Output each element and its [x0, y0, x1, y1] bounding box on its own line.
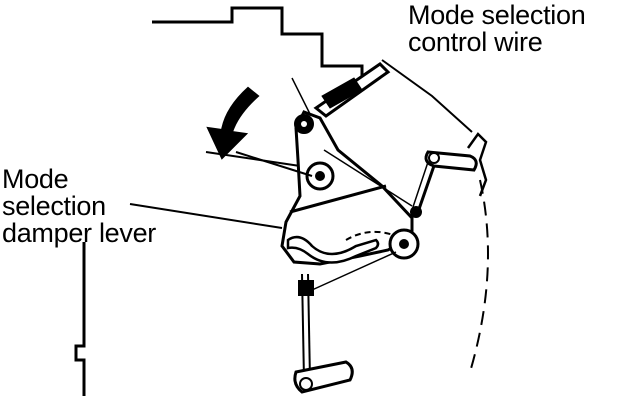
upper-link-rod — [416, 159, 438, 213]
upper-link-joint — [410, 206, 422, 218]
damper-lever-label: Mode selection damper lever — [2, 166, 156, 247]
curved-arrow-icon — [206, 86, 260, 160]
arrow-baseline — [205, 151, 301, 167]
damper-lever-rib — [289, 184, 387, 214]
lower-rod-pin — [299, 377, 313, 391]
damper-lever-body — [280, 110, 414, 266]
control-wire — [381, 59, 473, 133]
control-wire-label-line1: Mode selection — [408, 0, 586, 30]
housing-right-edge — [466, 132, 488, 197]
housing-dashed-arc — [469, 179, 489, 373]
upper-link-rod-2 — [411, 161, 429, 211]
upper-link-pin — [428, 152, 440, 164]
diagonal-link — [323, 149, 413, 207]
lever-right-roller-inner — [399, 239, 409, 249]
damper-lever-label-line3: damper lever — [2, 218, 156, 248]
lever-top-pivot-hole — [301, 121, 307, 127]
damper-lever-dashed — [345, 230, 397, 241]
control-wire-label-line2: control wire — [408, 27, 543, 57]
housing-outline — [152, 6, 364, 86]
housing-left-edge — [74, 242, 86, 396]
lever-label-leader — [129, 203, 283, 229]
control-wire-clamp — [321, 77, 363, 109]
damper-lever-slot — [286, 235, 380, 264]
lower-rod-clip — [298, 280, 314, 296]
lower-link-diagonal — [311, 251, 397, 291]
damper-lever-label-line1: Mode — [2, 164, 69, 194]
damper-lever-label-line2: selection — [2, 191, 106, 221]
pivot-leader — [235, 151, 313, 177]
lever-center-pivot-inner — [315, 171, 325, 181]
control-wire-label: Mode selection control wire — [408, 0, 586, 57]
